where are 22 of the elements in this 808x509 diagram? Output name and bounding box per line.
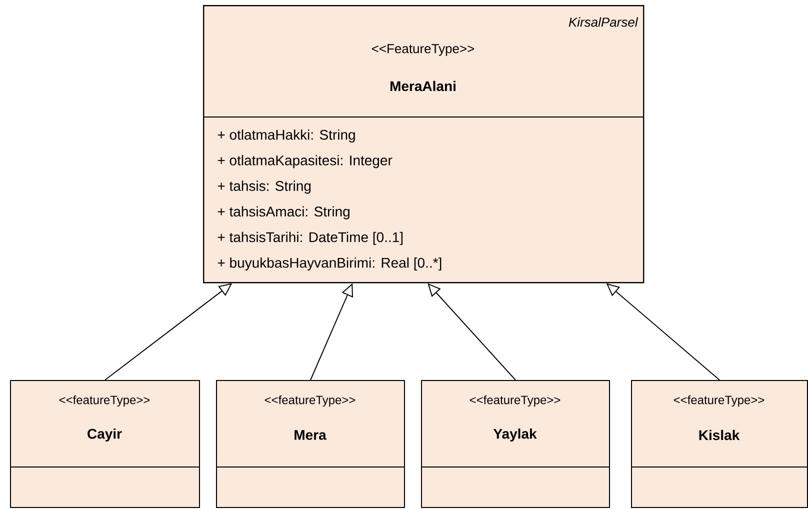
class-name: Yaylak	[493, 428, 537, 442]
attribute: + buyukbasHayvanBirimi: Real [0..*]	[218, 257, 442, 271]
attribute: + tahsis: String	[218, 180, 311, 194]
class-box	[10, 380, 200, 508]
stereotype: <<featureType>>	[674, 395, 764, 407]
class-box	[630, 380, 808, 508]
class-name: MeraAlani	[390, 80, 456, 92]
class-box	[216, 380, 405, 508]
class-name: Kislak	[699, 430, 740, 440]
stereotype: <<featureType>>	[470, 395, 560, 407]
stereotype: <<featureType>>	[59, 395, 150, 407]
stereotype: <<FeatureType>>	[372, 44, 474, 56]
class-name: Mera	[294, 430, 326, 440]
attribute: + otlatmaHakki: String	[218, 129, 355, 143]
stereotype: <<featureType>>	[264, 395, 356, 407]
class-box	[420, 380, 610, 508]
class-box	[202, 5, 644, 284]
attribute: + tahsisAmaci: String	[218, 206, 350, 220]
class-name: Cayir	[88, 428, 122, 442]
package-name: KirsalParsel	[568, 17, 638, 27]
attribute: + otlatmaKapasitesi: Integer	[218, 155, 392, 168]
attribute: + tahsisTarihi: DateTime [0..1]	[218, 232, 403, 245]
